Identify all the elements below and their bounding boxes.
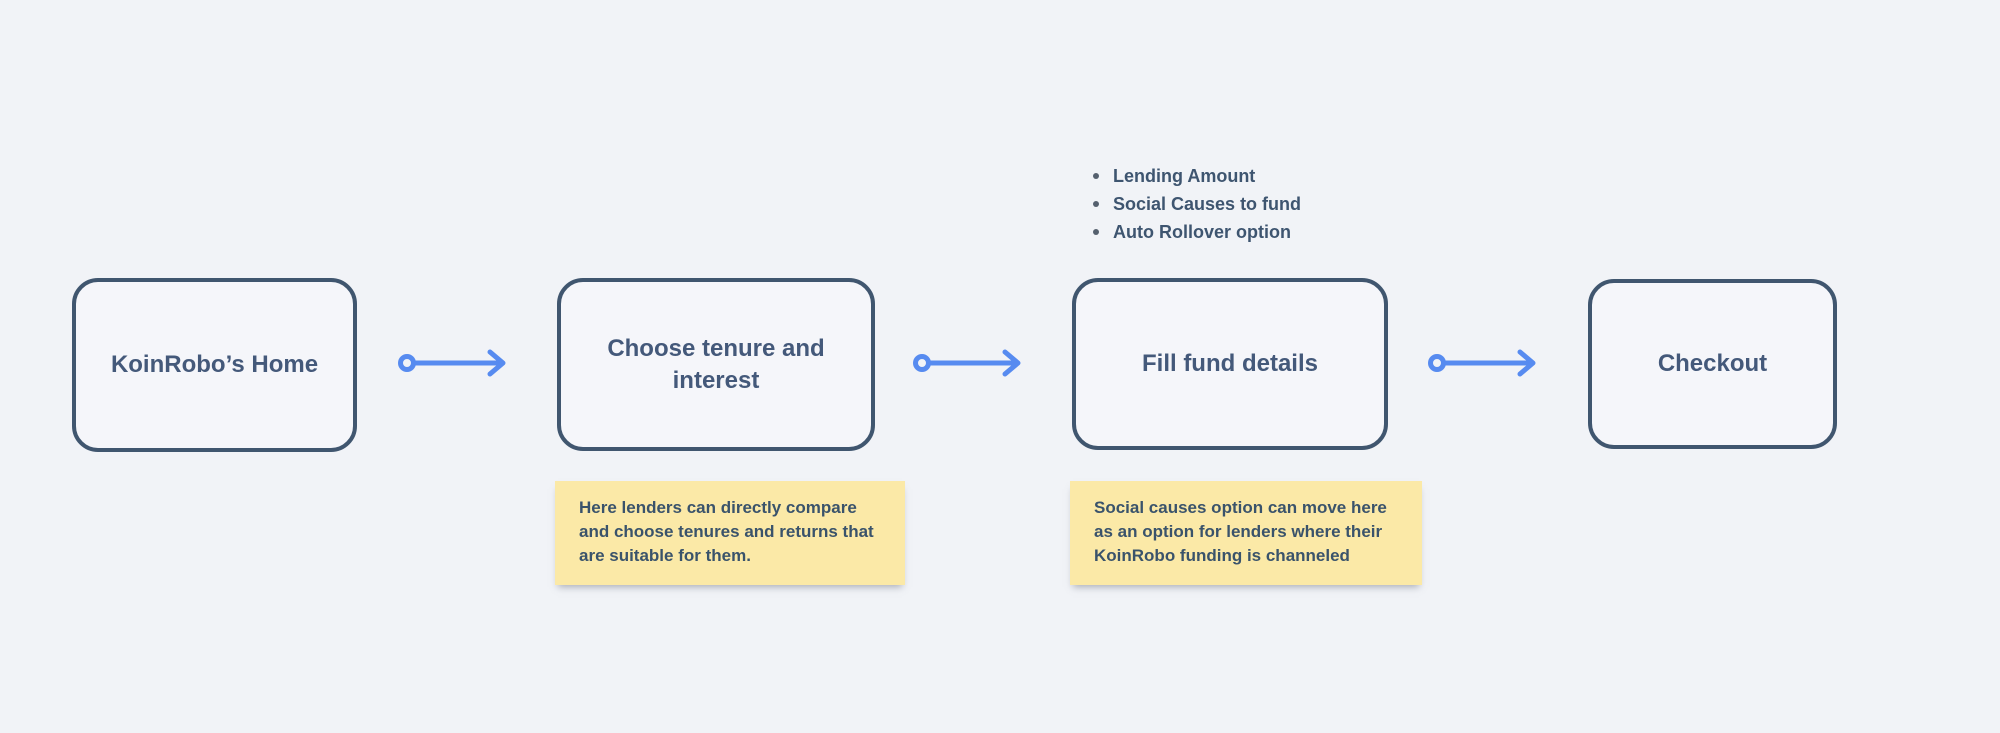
flow-node-label: Checkout: [1657, 350, 1768, 377]
flow-node-label: Fill fund details: [1141, 350, 1318, 377]
circle-arrow-right-icon: [1428, 348, 1540, 378]
circle-arrow-right-icon: [398, 348, 510, 378]
bullet-dot: [1093, 201, 1099, 207]
feature-list-item: Lending Amount: [1093, 162, 1301, 190]
flow-node-choose-tenure[interactable]: Choose tenure and interest: [557, 278, 875, 451]
circle-arrow-right-icon: [913, 348, 1025, 378]
feature-list-item-label: Auto Rollover option: [1113, 222, 1291, 242]
flow-node-koinrobo-home[interactable]: KoinRobo’s Home: [72, 278, 357, 452]
sticky-note-fund-details[interactable]: Social causes option can move here as an…: [1070, 481, 1422, 585]
flow-node-label: KoinRobo’s Home: [110, 351, 319, 378]
feature-list-item: Social Causes to fund: [1093, 190, 1301, 218]
feature-list-item: Auto Rollover option: [1093, 218, 1301, 246]
bullet-dot: [1093, 173, 1099, 179]
flow-connector-1[interactable]: [398, 348, 510, 378]
bullet-dot: [1093, 229, 1099, 235]
feature-list[interactable]: Lending Amount Social Causes to fund Aut…: [1093, 162, 1301, 246]
feature-list-item-label: Social Causes to fund: [1113, 194, 1302, 214]
flow-connector-3[interactable]: [1428, 348, 1540, 378]
flow-node-fill-fund-details[interactable]: Fill fund details: [1072, 278, 1388, 450]
sticky-note-text: Here lenders can directly compare and ch…: [579, 498, 874, 565]
flow-node-checkout[interactable]: Checkout: [1588, 279, 1837, 449]
feature-list-item-label: Lending Amount: [1113, 166, 1256, 186]
sticky-note-text: Social causes option can move here as an…: [1094, 498, 1387, 565]
flow-node-label: Choose tenure and interest: [607, 334, 825, 394]
flow-connector-2[interactable]: [913, 348, 1025, 378]
sticky-note-tenure[interactable]: Here lenders can directly compare and ch…: [555, 481, 905, 585]
